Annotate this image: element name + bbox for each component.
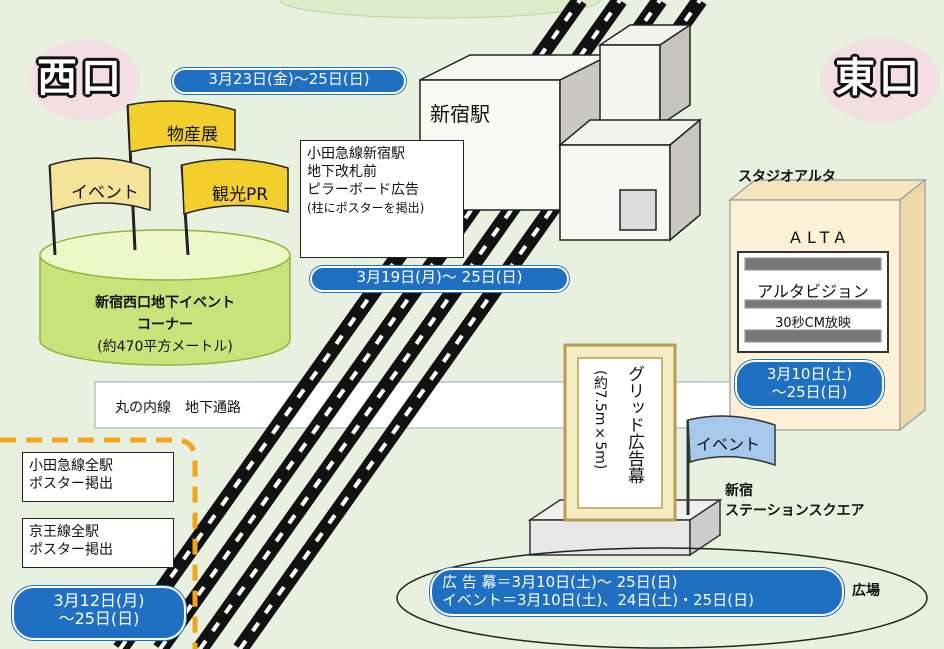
west-exit-label: 西口 [37, 55, 125, 101]
alta-cm-label: 30秒CM放映 [775, 316, 851, 331]
underpass-label: 丸の内線 地下通路 [115, 400, 241, 416]
odakyu-line-2: ポスター掲出 [29, 476, 113, 492]
grid-ad-main: グリッド広告幕 [624, 365, 644, 484]
square-label-2: ステーションスクエア [725, 503, 865, 519]
square-label-1: 新宿 [725, 483, 753, 499]
pillar-ad-sub: (柱にポスターを掲出) [307, 201, 425, 215]
east-exit-label: 東口 [835, 55, 923, 101]
dashed-area-frame [0, 437, 198, 649]
alta-vision-label: アルタビジョン [757, 282, 869, 301]
event-corner-title-2: コーナー [137, 317, 193, 333]
posters-date-1: 3月12日(月) [53, 591, 145, 610]
keio-poster-note: 京王線全駅 ポスター掲出 [22, 518, 174, 568]
event-corner-cylinder [39, 229, 291, 366]
west-date-badge: 3月23日(金)～25日(日) [172, 68, 406, 94]
flag-label-kanko: 観光PR [211, 185, 269, 205]
grid-ad-flag-label: イベント [696, 435, 761, 454]
alta-date-1: 3月10日(土) [766, 365, 853, 383]
posters-date-badge: 3月12日(月) ～25日(日) [12, 586, 186, 640]
pillar-ad-note: 小田急線新宿駅 地下改札前 ピラーボード広告 (柱にポスターを掲出) [300, 140, 464, 258]
odakyu-poster-note: 小田急線全駅 ポスター掲出 [22, 452, 174, 502]
flag-label-bussanten: 物産展 [167, 125, 218, 145]
keio-line-1: 京王線全駅 [29, 524, 99, 540]
plaza-label: 広場 [852, 583, 880, 599]
event-corner-title-1: 新宿西口地下イベント [95, 295, 235, 311]
flag-label-event: イベント [71, 183, 139, 203]
square-line-1: 広 告 幕＝3月10日(土)～ 25日(日) [442, 573, 678, 591]
grid-ad-size: (約7.5m×5m) [592, 370, 608, 470]
pillar-ad-line-1: 小田急線新宿駅 [307, 146, 405, 162]
alta-date-badge: 3月10日(土) ～25日(日) [735, 360, 884, 408]
station-building [419, 23, 703, 242]
west-flags [48, 100, 289, 256]
grid-ad-monument [527, 343, 776, 557]
keio-line-2: ポスター掲出 [29, 542, 113, 558]
odakyu-line-1: 小田急線全駅 [29, 458, 113, 474]
alta-title: スタジオアルタ [738, 169, 836, 185]
alta-logo-text: ALTA [790, 228, 852, 247]
alta-date-2: ～25日(日) [771, 383, 848, 401]
pillar-ad-date-badge: 3月19日(月)～ 25日(日) [310, 266, 569, 292]
square-date-badge: 広 告 幕＝3月10日(土)～ 25日(日) イベント＝3月10日(土)、24日… [430, 568, 844, 616]
event-corner-area: (約470平方メートル) [97, 339, 233, 355]
plaza-oval [396, 547, 928, 649]
pillar-ad-line-2: 地下改札前 [307, 164, 377, 180]
station-name: 新宿駅 [430, 102, 490, 126]
posters-date-2: ～25日(日) [58, 609, 140, 628]
pillar-ad-line-3: ピラーボード広告 [307, 182, 419, 198]
square-line-2: イベント＝3月10日(土)、24日(土)・25日(日) [442, 591, 754, 609]
